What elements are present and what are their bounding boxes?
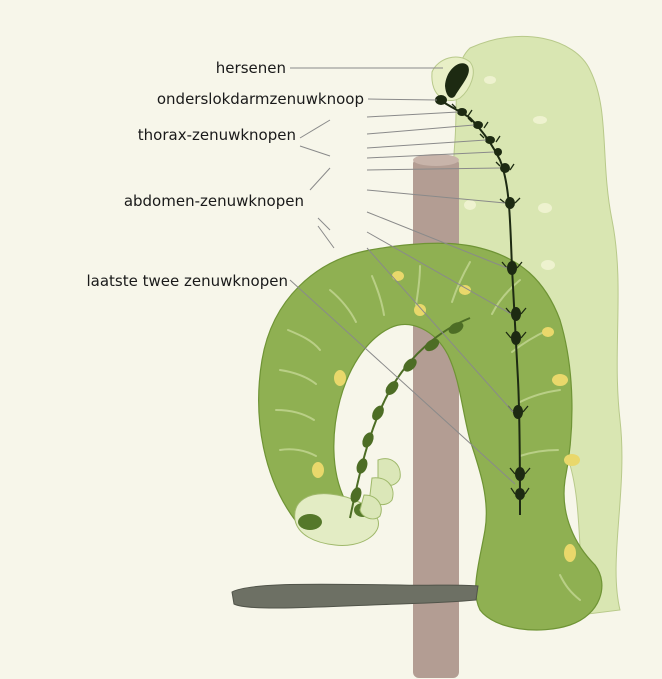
leader-thoracic-b: [300, 146, 330, 156]
abdominal-ganglion-6: [511, 331, 521, 345]
abdominal-ganglion-1: [494, 148, 502, 156]
label-subesophageal-ganglion: onderslokdarmzenuwknoop: [157, 90, 364, 108]
thoracic-ganglion-1: [457, 108, 467, 116]
thoracic-ganglion-3: [485, 136, 495, 144]
leader-thoracic-a: [300, 120, 330, 138]
abdominal-ganglion-7: [513, 405, 523, 419]
label-abdominal-ganglia: abdomen-zenuwknopen: [124, 192, 304, 210]
last-ganglion-2: [515, 488, 525, 500]
label-brain: hersenen: [216, 59, 286, 77]
abdominal-ganglion-4: [507, 261, 517, 275]
thoracic-ganglion-2: [473, 121, 483, 129]
abdominal-ganglion-5: [511, 307, 521, 321]
curled-larva-eye: [298, 514, 322, 530]
leader-abdominal-c: [318, 226, 334, 248]
label-thoracic-ganglia: thorax-zenuwknopen: [138, 126, 296, 144]
last-ganglion-1: [515, 467, 525, 481]
leader-subesophageal: [368, 99, 437, 100]
leader-thoracic-1: [367, 112, 458, 117]
abdominal-ganglion-2: [500, 163, 510, 173]
abdominal-ganglion-3: [505, 197, 515, 209]
leader-abdominal-a: [310, 168, 330, 190]
label-last-two-ganglia: laatste twee zenuwknopen: [86, 272, 288, 290]
